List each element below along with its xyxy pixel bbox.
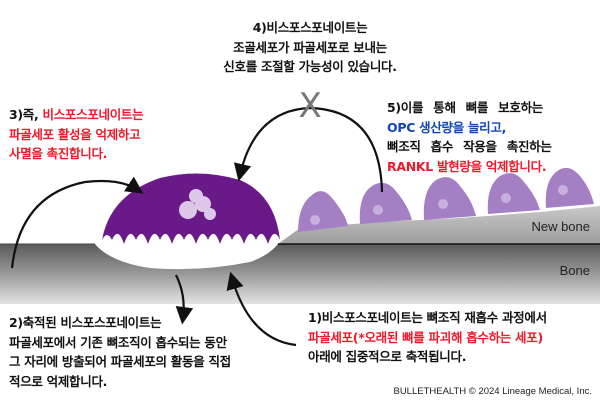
step1-line: 아래에 집중적으로 축적됩니다. xyxy=(308,349,467,364)
step4-line: 신호를 조절할 가능성이 있습니다. xyxy=(223,59,397,74)
step3-highlight: 사멸을 촉진합니다. xyxy=(9,146,108,161)
step5-text: 5)이를 통해 뼈를 보호하는 OPC 생산량을 늘리고, 뼈조직 흡수 작용을… xyxy=(387,98,552,176)
step3-text: 3)즉, 비스포스포네이트는 파골세포 활성을 억제하고 사멸을 촉진합니다. xyxy=(9,105,144,164)
bone-layer xyxy=(0,244,600,304)
arrow-release-down xyxy=(175,274,194,325)
step3-prefix: 3)즉, xyxy=(9,107,43,122)
osteoblast xyxy=(423,177,476,220)
step5-line: 뼈조직 흡수 작용을 촉진하는 xyxy=(387,139,552,154)
osteoclast-nucleus xyxy=(189,189,203,203)
step2-line: 2)축적된 비스포스포네이트는 xyxy=(9,315,162,330)
osteoblast xyxy=(298,191,348,232)
osteoblast xyxy=(487,173,540,214)
step2-line: 적으로 억제합니다. xyxy=(9,373,108,389)
osteoclast-nucleus xyxy=(179,201,197,219)
step4-line: 조골세포가 파골세포로 보내는 xyxy=(233,39,387,55)
step1-highlight: 파골세포(*오래된 뼈를 파괴해 흡수하는 세포) xyxy=(308,329,543,345)
step2-line: 그 자리에 방출되어 파골세포의 활동을 직접 xyxy=(9,354,231,369)
step3-highlight: 비스포스포네이트는 xyxy=(42,107,144,122)
bone-label: Bone xyxy=(559,263,590,278)
step4-text: 4)비스포스포네이트는 조골세포가 파골세포로 보내는 신호를 조절할 가능성이… xyxy=(160,18,460,77)
resorption-pit xyxy=(95,244,278,270)
copyright-footer: BULLETHEALTH © 2024 Lineage Medical, Inc… xyxy=(393,386,592,397)
step3-highlight: 파골세포 활성을 억제하고 xyxy=(9,126,141,142)
blocked-x-mark: X xyxy=(298,86,322,126)
osteoblasts xyxy=(298,167,594,232)
step1-line: 1)비스포스포네이트는 뼈조직 재흡수 과정에서 xyxy=(308,310,547,325)
arrow-signal-blocked xyxy=(233,106,384,193)
new-bone-layer xyxy=(278,206,600,244)
osteoblast xyxy=(545,167,594,208)
step5-highlight-red: RANKL 발현량을 억제합니다. xyxy=(387,158,547,174)
arrow-accumulate-up xyxy=(226,271,297,347)
arrow-to-osteoclast xyxy=(10,176,144,269)
step1-text: 1)비스포스포네이트는 뼈조직 재흡수 과정에서 파골세포(*오래된 뼈를 파괴… xyxy=(308,308,547,367)
new-bone-label: New bone xyxy=(531,219,590,234)
osteoclast-nucleus xyxy=(204,208,216,220)
step5-line: 5)이를 통해 뼈를 보호하는 xyxy=(387,100,543,115)
step5-highlight-blue: OPC 생산량을 늘리고, xyxy=(387,119,507,135)
osteoblast xyxy=(359,182,412,224)
step2-text: 2)축적된 비스포스포네이트는 파골세포에서 기존 뼈조직이 흡수되는 동안 그… xyxy=(9,313,231,391)
step4-line: 4)비스포스포네이트는 xyxy=(252,20,368,35)
step2-line: 파골세포에서 기존 뼈조직이 흡수되는 동안 xyxy=(9,334,227,350)
